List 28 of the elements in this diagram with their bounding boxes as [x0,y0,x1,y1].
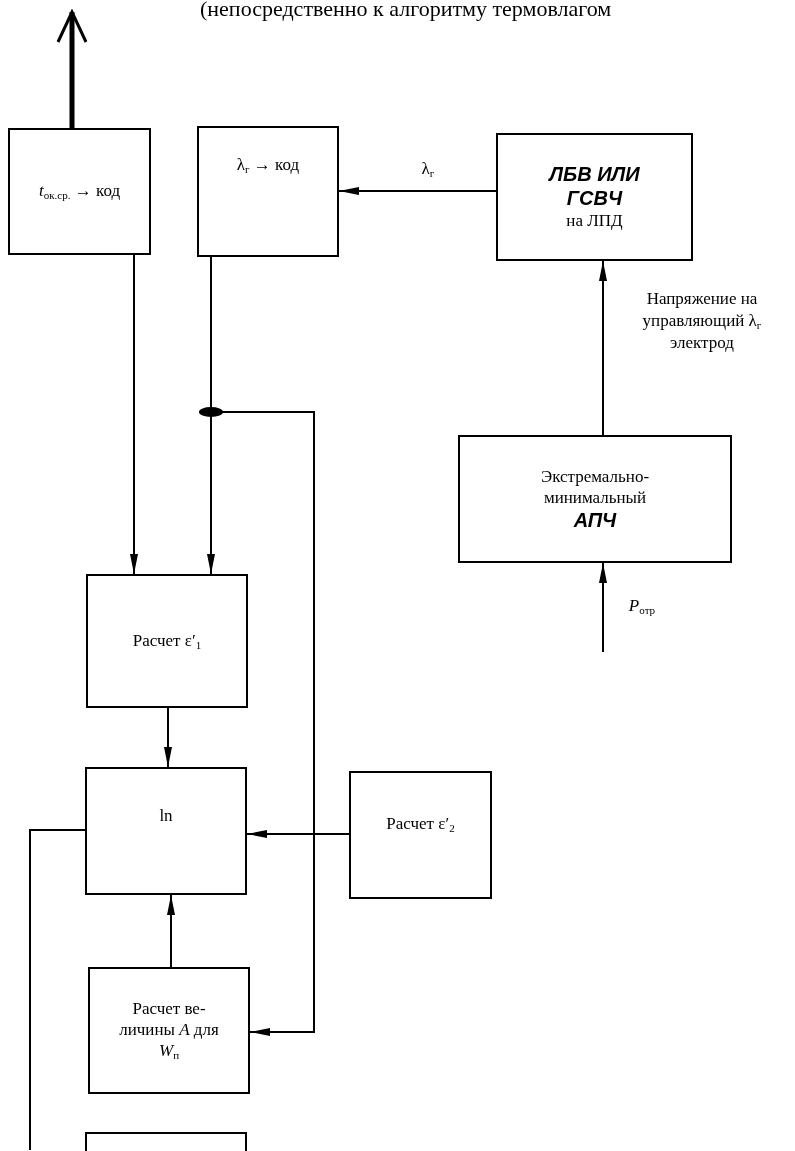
process-box [88,967,250,1094]
process-box [349,771,492,899]
process-box [85,767,247,895]
box-text: Расчет ε′$_{1}$ [132,629,202,653]
arrow [167,894,175,968]
arrow [599,562,607,653]
box-text: ЛБВ ИЛИ ГСВЧ [547,162,641,211]
arrow [246,830,350,838]
box-text: ln [159,805,173,827]
box-text: Экстремально-минимальный [539,465,651,509]
thick-arrow [56,10,88,128]
arrow [599,260,607,436]
process-box [458,435,732,563]
arrow [164,707,172,768]
process-box [8,128,151,255]
process-box [86,574,248,708]
box-text: АПЧ [573,508,617,533]
process-box [85,1132,247,1151]
box-text: Расчет ве- личины A для W$_{п}$ [118,997,220,1063]
heading-fragment: (непосредственно к алгоритму термовлагом [200,0,612,22]
process-box [197,126,339,257]
arrow [130,254,138,575]
box-text: на ЛПД [566,210,623,232]
box-text: λ$_{г}$ → код [236,154,300,177]
process-box [496,133,693,261]
box-text: Расчет ε′$_{2}$ [386,813,455,836]
box-text: t$_{ок.ср.}$ → код [38,180,121,203]
arrow [338,187,497,195]
